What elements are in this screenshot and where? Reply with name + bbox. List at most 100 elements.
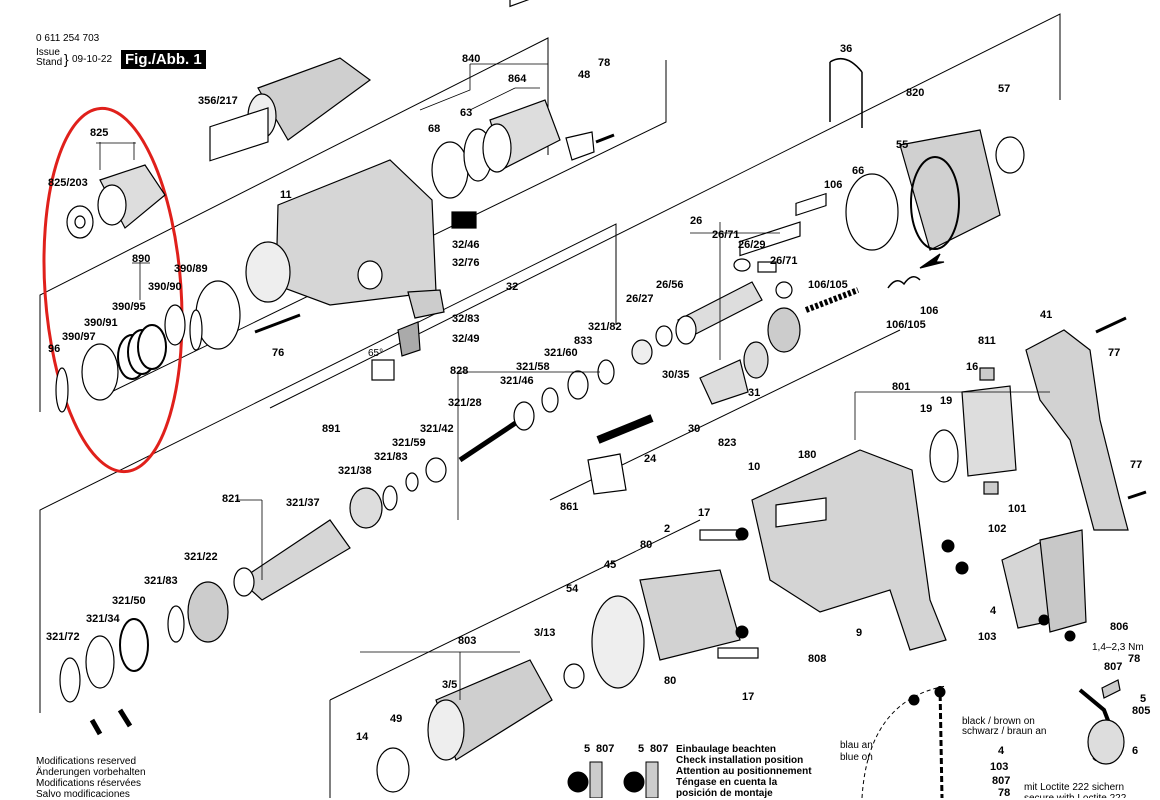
part-callout: 76 xyxy=(272,347,284,359)
part-callout: 828 xyxy=(450,365,468,377)
detent-32-83 xyxy=(397,321,421,357)
piston-front xyxy=(675,315,697,345)
ring-19 xyxy=(929,429,959,483)
ring-321-83 xyxy=(382,485,398,511)
part-callout: 68 xyxy=(428,123,440,135)
part-callout: 356/217 xyxy=(198,95,238,107)
part-callout: 106/105 xyxy=(808,279,848,291)
position-symbol-2 xyxy=(623,771,645,793)
part-callout: 19 xyxy=(920,403,932,415)
part-callout: 321/83 xyxy=(374,451,408,463)
marker-1a xyxy=(908,694,920,706)
figure-label: Fig./Abb. 1 xyxy=(121,50,206,69)
clamp-807 xyxy=(1101,679,1121,699)
ring-26-71b xyxy=(775,281,793,299)
ring-321-83b xyxy=(167,605,185,643)
part-callout: 820 xyxy=(906,87,924,99)
part-callout: 825/203 xyxy=(48,177,88,189)
part-callout: 890 xyxy=(132,253,150,265)
keyless-chuck-part xyxy=(257,57,372,141)
part-callout: 861 xyxy=(560,501,578,513)
handle-shell-41 xyxy=(1025,329,1129,531)
ring-321-59 xyxy=(405,472,419,492)
chuck-cap-hole xyxy=(74,215,86,229)
fan-guide-45 xyxy=(591,595,645,689)
footer-line-4: Salvo modificaciones xyxy=(36,789,130,800)
arrow-indicator xyxy=(919,253,945,269)
part-callout: 321/83 xyxy=(144,575,178,587)
marker-y1 xyxy=(735,625,749,639)
part-callout: 840 xyxy=(462,53,480,65)
part-number: 0 611 254 703 xyxy=(36,33,100,44)
part-callout: 321/82 xyxy=(588,321,622,333)
part-callout: 4 xyxy=(990,605,997,617)
part-callout: 807 xyxy=(1104,661,1122,673)
label-plate-11 xyxy=(209,107,269,162)
wire-note-left: blau an xyxy=(840,740,873,751)
cord-protector-6 xyxy=(1087,719,1125,765)
loctite-note: mit Loctite 222 sichern xyxy=(1024,782,1124,793)
part-callout: 821 xyxy=(222,493,240,505)
screw-76 xyxy=(254,313,301,334)
install-note-line: Einbaulage beachten xyxy=(676,744,776,755)
part-callout: 24 xyxy=(644,453,657,465)
part-callout: 833 xyxy=(574,335,592,347)
wobble-bearing-30 xyxy=(699,359,749,405)
part-callout: 803 xyxy=(458,635,476,647)
part-callout: 78 xyxy=(1128,653,1140,665)
tool-holder-ring-68 xyxy=(431,141,469,199)
hint-icon xyxy=(451,211,477,229)
part-callout: 31 xyxy=(748,387,760,399)
switch-body xyxy=(1039,529,1087,633)
ring-321-46 xyxy=(513,401,535,431)
part-callout: 77 xyxy=(1130,459,1142,471)
part-callout: 808 xyxy=(808,653,826,665)
hammer-tube-321-37 xyxy=(239,519,351,601)
screw-77b xyxy=(1127,490,1147,500)
part-callout: 2 xyxy=(664,523,670,535)
footer-line-1: Modifications reserved xyxy=(36,756,137,767)
sleeve-864-front xyxy=(482,123,512,173)
part-callout: 103 xyxy=(990,761,1008,773)
stand-label: Stand xyxy=(36,57,63,68)
bracket-861 xyxy=(587,453,627,495)
marker-2a xyxy=(934,686,946,698)
part-callout: 96 xyxy=(48,343,60,355)
bearing-31 xyxy=(743,341,769,379)
part-callout: 32/46 xyxy=(452,239,480,251)
part-callout: 390/97 xyxy=(62,331,96,343)
cover-ring-part xyxy=(189,309,203,351)
part-callout: 180 xyxy=(798,449,816,461)
selector-knob-32 xyxy=(407,289,445,319)
field-2 xyxy=(639,569,741,661)
part-callout: 17 xyxy=(698,507,710,519)
part-callout: 26/71 xyxy=(770,255,798,267)
part-callout: 321/37 xyxy=(286,497,320,509)
part-callout: 55 xyxy=(896,139,908,151)
part-callout: 80 xyxy=(640,539,652,551)
washer-14 xyxy=(376,747,410,793)
spring-coil-3 xyxy=(137,324,167,370)
detail-circle xyxy=(861,685,947,798)
carbon-brush-811 xyxy=(979,367,995,381)
part-callout: 891 xyxy=(322,423,340,435)
part-callout: 106/105 xyxy=(886,319,926,331)
gear-housing-nose xyxy=(245,241,291,303)
ring-390-90-part xyxy=(164,304,186,346)
clip-17b xyxy=(717,647,759,659)
part-callout: 36 xyxy=(840,43,852,55)
gear-321-22 xyxy=(187,581,229,643)
part-callout: 9 xyxy=(856,627,862,639)
bearing-54 xyxy=(563,663,585,689)
part-callout: 321/60 xyxy=(544,347,578,359)
label-10 xyxy=(739,221,801,257)
part-callout: 807 xyxy=(650,743,668,755)
part-callout: 321/22 xyxy=(184,551,218,563)
part-callout: 823 xyxy=(718,437,736,449)
install-note-line: posición de montaje xyxy=(676,788,773,798)
part-callout: 26/71 xyxy=(712,229,740,241)
part-callout: 807 xyxy=(596,743,614,755)
part-callout: 321/59 xyxy=(392,437,426,449)
label-48 xyxy=(509,0,551,8)
